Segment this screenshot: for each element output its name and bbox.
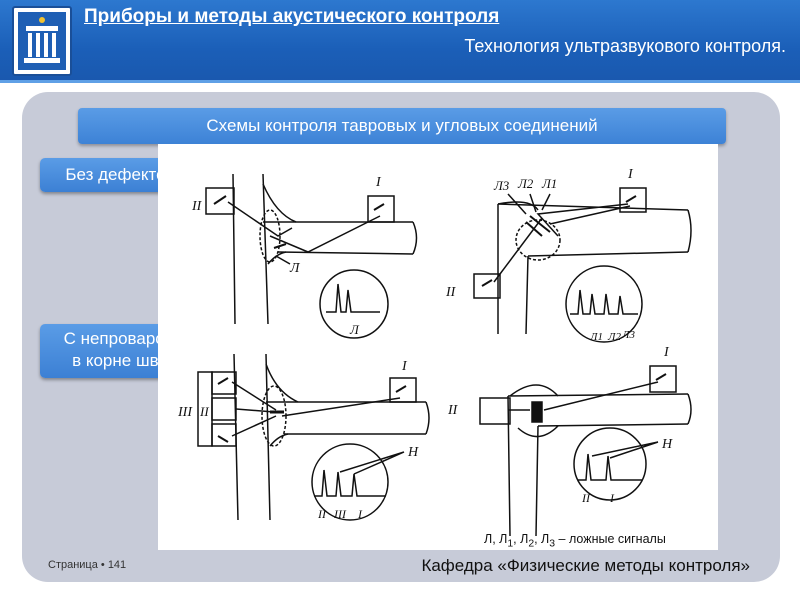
signal-label-false-1: Л1 — [541, 176, 557, 191]
probe-label-II-2: II — [445, 285, 457, 300]
false-signals-legend: Л, Л1, Л2, Л3 – ложные сигналы — [484, 532, 666, 550]
signal-label-false: Л — [289, 261, 301, 276]
scope-label-III: III — [333, 507, 347, 521]
inspection-schemes-figure: II I Л Л I — [158, 144, 718, 550]
scope-label-false: Л — [349, 322, 360, 337]
signal-label-false-2: Л2 — [517, 176, 534, 191]
logo-emblem — [12, 6, 72, 76]
page-title: Приборы и методы акустического контроля — [84, 6, 500, 27]
signal-label-defect: Н — [407, 445, 419, 460]
probe-label-I-2: I — [627, 167, 634, 182]
header-bar — [0, 0, 800, 82]
scope-label-II-2: II — [581, 491, 591, 505]
department-name: Кафедра «Физические методы контроля» — [421, 556, 750, 575]
signal-label-defect-2: Н — [661, 437, 673, 452]
page-number: Страница • 141 — [48, 559, 127, 571]
probe-label-II-3: II — [199, 404, 209, 419]
scope-label-false-2: Л2 — [607, 331, 621, 343]
scope-label-false-3: Л3 — [621, 329, 635, 341]
section-banner: Схемы контроля тавровых и угловых соедин… — [78, 108, 726, 144]
page-subtitle: Технология ультразвукового контроля. — [464, 36, 786, 56]
probe-label-II: II — [191, 199, 203, 214]
scope-label-false-1: Л1 — [589, 331, 603, 343]
probe-label-III: III — [177, 405, 193, 420]
scheme-corner-joint-lack-of-fusion: II I Н II I — [447, 345, 692, 537]
probe-label-I: I — [375, 175, 382, 190]
probe-label-II-4: II — [447, 403, 459, 418]
scheme-corner-joint-no-defect: I II Л3 Л2 Л1 Л1 Л2 Л3 — [445, 167, 692, 343]
header-divider — [0, 80, 800, 83]
signal-label-false-3: Л3 — [493, 178, 510, 193]
probe-label-I-3: I — [401, 359, 408, 374]
scheme-t-joint-no-defect: II I Л Л — [191, 173, 418, 339]
scope-label-I: I — [357, 507, 363, 521]
scope-label-I-2: I — [609, 491, 615, 505]
scheme-t-joint-lack-of-fusion: III II I Н II III I — [177, 353, 430, 521]
scope-label-II: II — [317, 507, 327, 521]
probe-label-I-4: I — [663, 345, 670, 360]
lack-of-fusion-label-line2: в корне шва — [72, 351, 168, 370]
lack-of-fusion-label-line1: С непроваром — [63, 329, 177, 348]
